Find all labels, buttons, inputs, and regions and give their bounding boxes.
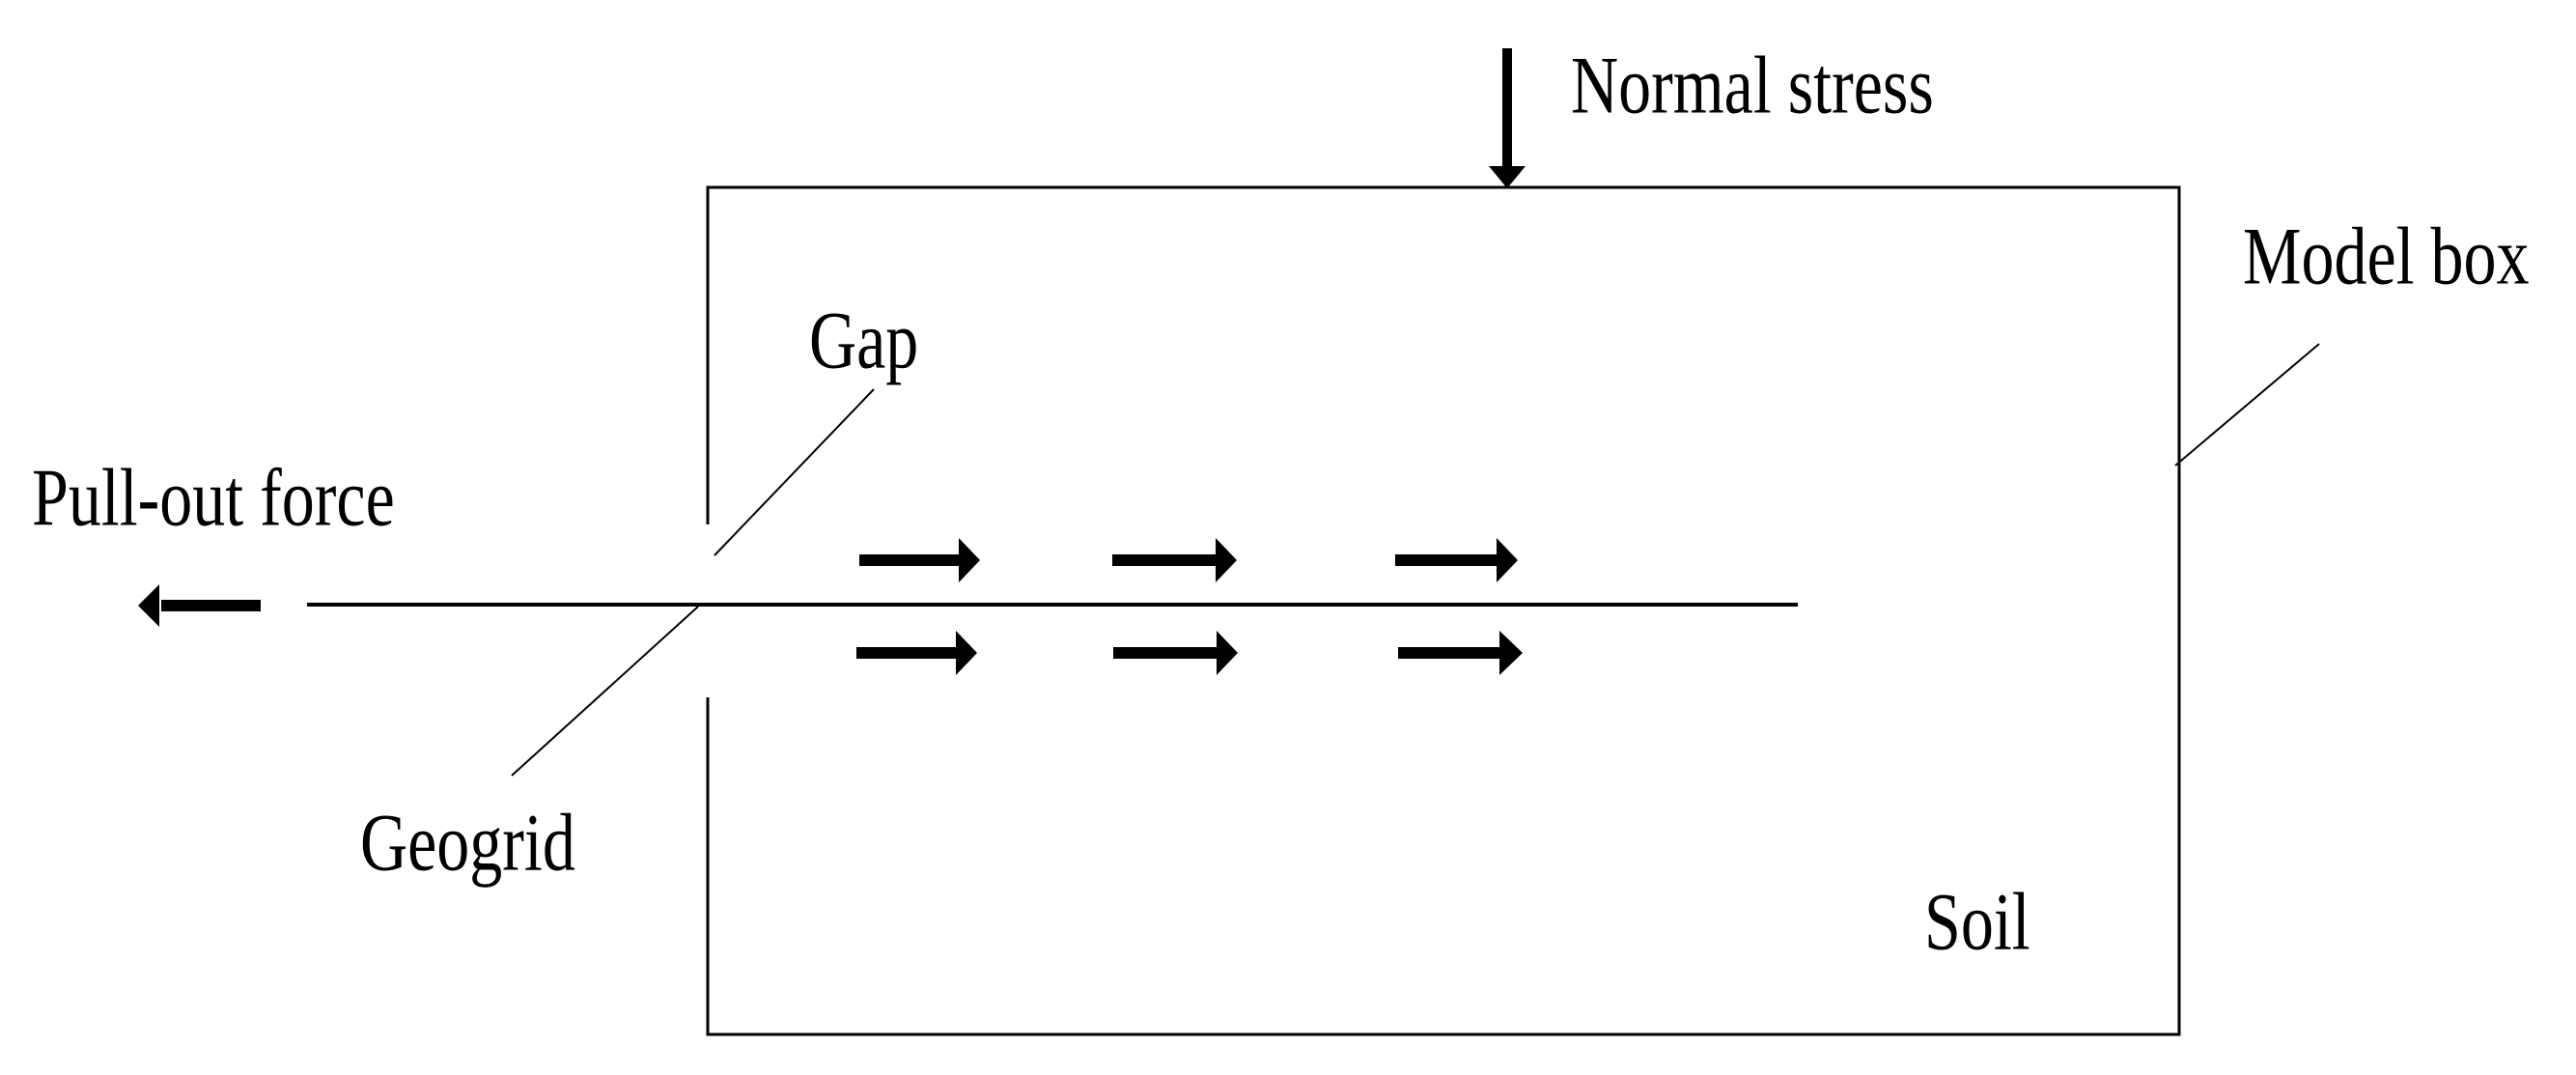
normal-stress-label: Normal stress [1571, 39, 1934, 130]
pull-out-force-arrow-icon [138, 584, 261, 627]
shear-arrow-icon [1398, 631, 1523, 675]
geogrid-label: Geogrid [360, 796, 575, 888]
model-box-label: Model box [2243, 210, 2530, 301]
model-box-leader-line [2174, 343, 2320, 467]
shear-arrows-above-geogrid [859, 538, 1518, 582]
shear-arrow-icon [859, 538, 980, 582]
shear-arrow-icon [1112, 538, 1237, 582]
model-box-outline [706, 185, 2181, 1036]
shear-arrow-icon [856, 631, 977, 675]
geogrid-leader-line [511, 606, 699, 777]
gap-label: Gap [809, 294, 919, 385]
normal-stress-arrow-icon [1489, 48, 1526, 188]
soil-label: Soil [1924, 875, 2030, 967]
gap-leader-line [714, 388, 875, 556]
shear-arrow-icon [1113, 631, 1238, 675]
shear-arrows-below-geogrid [856, 631, 1523, 675]
shear-arrow-icon [1395, 538, 1518, 582]
pull-out-force-label: Pull-out force [32, 451, 395, 543]
